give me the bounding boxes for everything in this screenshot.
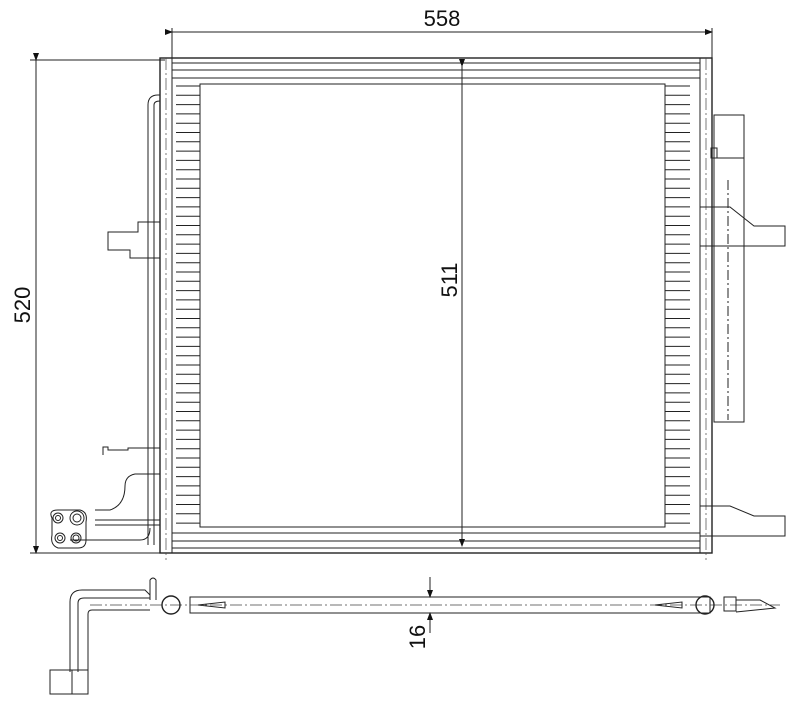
bottom-view — [49, 577, 780, 695]
fin-rows — [176, 85, 690, 524]
depth-label: 16 — [405, 625, 430, 649]
height-label: 520 — [10, 287, 35, 324]
width-label: 558 — [424, 6, 461, 31]
depth-dimension: 16 — [405, 577, 440, 649]
core-height-dimension: 511 — [437, 59, 465, 547]
inlet-pipe — [50, 94, 161, 549]
height-dimension: 520 — [10, 53, 190, 554]
condenser-core — [159, 57, 713, 560]
width-dimension: 558 — [165, 6, 713, 60]
receiver-drier — [699, 114, 786, 537]
core-height-label: 511 — [437, 262, 462, 297]
